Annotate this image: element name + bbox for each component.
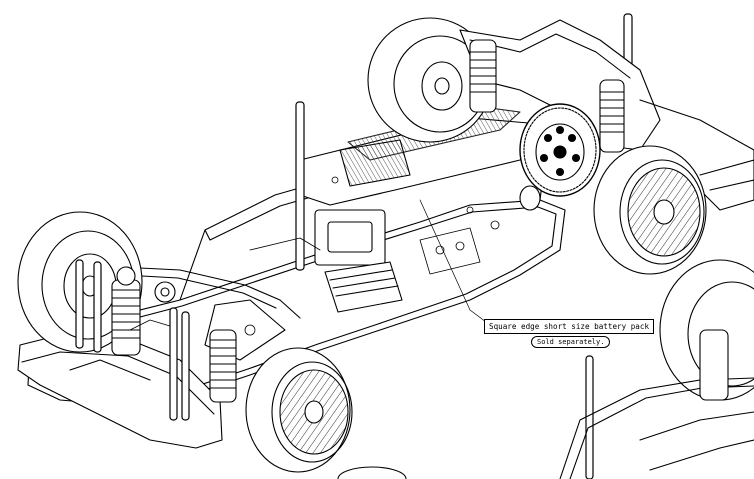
esc-block <box>314 209 403 313</box>
front-left-shock <box>111 266 141 356</box>
second-chassis-partial <box>337 259 754 479</box>
rear-left-wheel <box>367 17 493 143</box>
battery-pack-label: Square edge short size battery pack <box>484 319 655 334</box>
upper-deck <box>299 107 561 206</box>
detail-lines <box>129 176 500 336</box>
rear-suspension <box>459 19 754 211</box>
spur-gear <box>519 103 601 211</box>
front-right-shock <box>209 329 237 403</box>
front-right-wheel <box>245 347 353 473</box>
callout-leader <box>419 199 487 323</box>
rear-right-wheel <box>593 145 707 275</box>
body-posts <box>75 13 633 479</box>
sold-separately-label: Sold separately. <box>531 336 611 348</box>
